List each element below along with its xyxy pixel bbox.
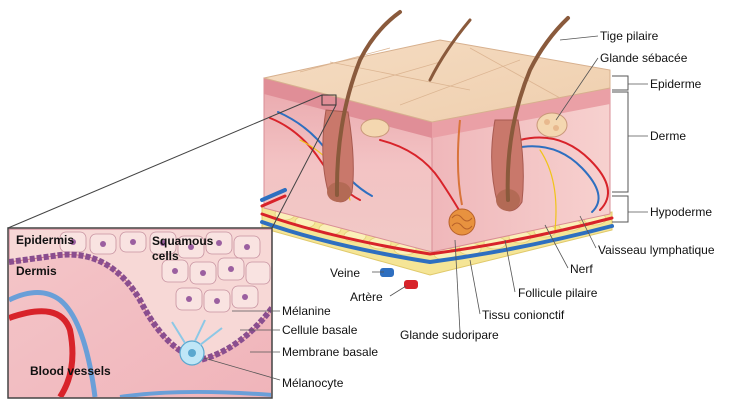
label-tige-pilaire: Tige pilaire [600, 29, 658, 43]
label-artere: Artère [350, 290, 383, 304]
sebaceous-gland-right [537, 113, 567, 137]
label-melanine: Mélanine [282, 304, 331, 318]
label-hypoderme: Hypoderme [650, 205, 712, 219]
label-membrane-basale: Membrane basale [282, 345, 378, 359]
skin-block [262, 12, 612, 289]
label-epiderme: Epiderme [650, 77, 701, 91]
label-epidermis: Epidermis [16, 233, 74, 247]
label-melanocyte: Mélanocyte [282, 376, 343, 390]
label-vaisseau-lymphatique: Vaisseau lymphatique [598, 243, 715, 257]
label-follicule-pilaire: Follicule pilaire [518, 286, 597, 300]
label-squamous-cells: Squamous cells [152, 234, 222, 264]
vein-cross-section [380, 268, 394, 277]
label-cellule-basale: Cellule basale [282, 323, 357, 337]
layer-brackets [612, 76, 628, 222]
artery-cross-section [404, 280, 418, 289]
sebaceous-gland-left [361, 119, 389, 137]
label-veine: Veine [330, 266, 360, 280]
label-derme: Derme [650, 129, 686, 143]
label-dermis: Dermis [16, 264, 57, 278]
label-tissu-conjonctif: Tissu conionctif [482, 308, 564, 322]
label-glande-sebacee: Glande sébacée [600, 51, 687, 65]
label-glande-sudoripare: Glande sudoripare [400, 328, 499, 342]
label-nerf: Nerf [570, 262, 593, 276]
label-blood-vessels: Blood vessels [30, 364, 111, 378]
